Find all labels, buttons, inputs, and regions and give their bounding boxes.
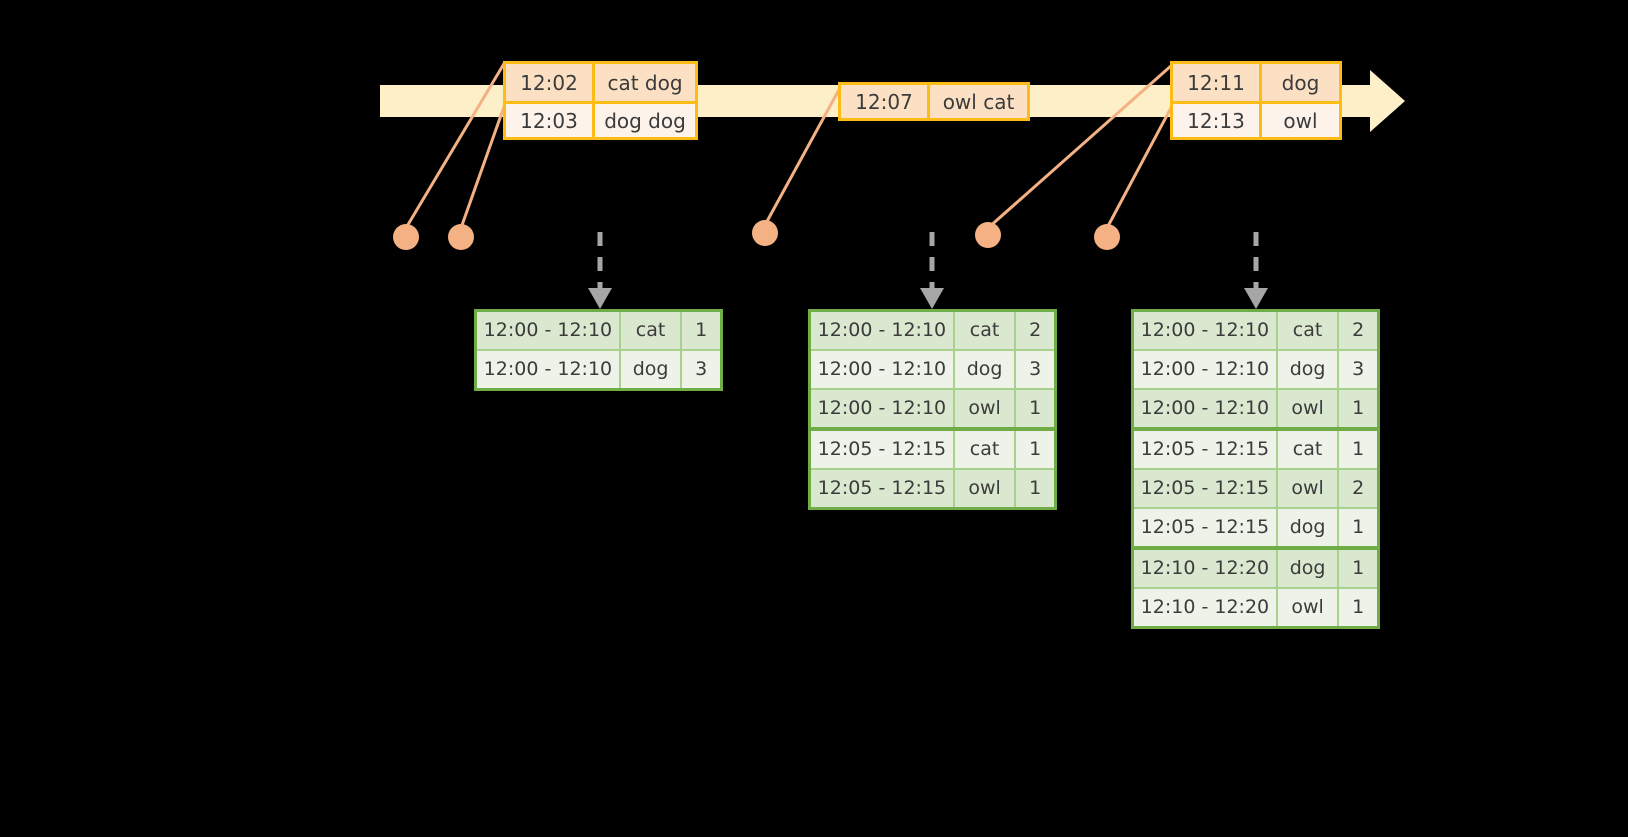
cell-window: 12:00 - 12:10 <box>811 312 953 349</box>
event-time: 12:11 <box>1173 64 1259 101</box>
event-row: 12:13 owl <box>1173 101 1339 137</box>
cell-count: 1 <box>1337 509 1377 546</box>
event-words: dog <box>1259 64 1339 101</box>
event-group-1: 12:02 cat dog 12:03 dog dog <box>503 61 698 140</box>
dashed-arrowhead-icon-1 <box>588 288 612 309</box>
cell-count: 1 <box>1014 390 1054 427</box>
cell-count: 1 <box>1337 390 1377 427</box>
cell-count: 1 <box>1014 431 1054 468</box>
result-table-2: 12:00 - 12:10 cat 2 12:00 - 12:10 dog 3 … <box>808 309 1057 510</box>
event-words: dog dog <box>592 104 695 137</box>
event-time: 12:02 <box>506 64 592 101</box>
event-time: 12:13 <box>1173 104 1259 137</box>
cell-window: 12:00 - 12:10 <box>477 351 619 388</box>
table-row: 12:00 - 12:10 owl 1 <box>1134 388 1377 427</box>
cell-word: dog <box>952 351 1015 388</box>
cell-window: 12:05 - 12:15 <box>1134 470 1276 507</box>
cell-count: 2 <box>1014 312 1054 349</box>
cell-window: 12:00 - 12:10 <box>811 351 953 388</box>
table-row: 12:00 - 12:10 cat 2 <box>1134 312 1377 349</box>
cell-word: owl <box>952 390 1015 427</box>
cell-word: cat <box>952 312 1015 349</box>
cell-word: cat <box>952 431 1015 468</box>
event-group-3: 12:11 dog 12:13 owl <box>1170 61 1342 140</box>
cell-word: owl <box>1275 589 1338 626</box>
cell-window: 12:10 - 12:20 <box>1134 550 1276 587</box>
event-time: 12:07 <box>841 85 927 118</box>
table-row: 12:05 - 12:15 cat 1 <box>811 427 1054 468</box>
connector-dot-2 <box>448 224 474 250</box>
table-row: 12:10 - 12:20 dog 1 <box>1134 546 1377 587</box>
cell-count: 2 <box>1337 470 1377 507</box>
cell-window: 12:00 - 12:10 <box>1134 351 1276 388</box>
cell-word: cat <box>1275 431 1338 468</box>
cell-count: 1 <box>1014 470 1054 507</box>
cell-window: 12:00 - 12:10 <box>811 390 953 427</box>
cell-window: 12:05 - 12:15 <box>811 470 953 507</box>
connector-dot-1 <box>393 224 419 250</box>
cell-count: 2 <box>1337 312 1377 349</box>
cell-window: 12:10 - 12:20 <box>1134 589 1276 626</box>
cell-window: 12:00 - 12:10 <box>477 312 619 349</box>
table-row: 12:05 - 12:15 owl 2 <box>1134 468 1377 507</box>
table-row: 12:00 - 12:10 owl 1 <box>811 388 1054 427</box>
cell-word: owl <box>1275 470 1338 507</box>
cell-word: cat <box>618 312 681 349</box>
timeline-arrowhead-icon <box>1370 70 1405 132</box>
result-table-1: 12:00 - 12:10 cat 1 12:00 - 12:10 dog 3 <box>474 309 723 391</box>
event-words: cat dog <box>592 64 695 101</box>
cell-window: 12:00 - 12:10 <box>1134 312 1276 349</box>
table-row: 12:00 - 12:10 dog 3 <box>811 349 1054 388</box>
cell-window: 12:05 - 12:15 <box>1134 431 1276 468</box>
table-row: 12:00 - 12:10 cat 1 <box>477 312 720 349</box>
cell-word: dog <box>618 351 681 388</box>
table-row: 12:00 - 12:10 dog 3 <box>1134 349 1377 388</box>
cell-window: 12:05 - 12:15 <box>811 431 953 468</box>
dashed-arrowhead-icon-3 <box>1244 288 1268 309</box>
cell-word: cat <box>1275 312 1338 349</box>
table-row: 12:05 - 12:15 owl 1 <box>811 468 1054 507</box>
table-row: 12:05 - 12:15 dog 1 <box>1134 507 1377 546</box>
table-row: 12:00 - 12:10 cat 2 <box>811 312 1054 349</box>
event-words: owl cat <box>927 85 1027 118</box>
table-row: 12:05 - 12:15 cat 1 <box>1134 427 1377 468</box>
cell-word: dog <box>1275 509 1338 546</box>
cell-window: 12:05 - 12:15 <box>1134 509 1276 546</box>
table-row: 12:00 - 12:10 dog 3 <box>477 349 720 388</box>
connector-dot-3 <box>752 220 778 246</box>
event-row: 12:02 cat dog <box>506 64 695 101</box>
cell-count: 3 <box>1337 351 1377 388</box>
connector-dot-5 <box>1094 224 1120 250</box>
connector-line-5 <box>1105 103 1175 229</box>
event-group-2: 12:07 owl cat <box>838 82 1030 121</box>
result-table-3: 12:00 - 12:10 cat 2 12:00 - 12:10 dog 3 … <box>1131 309 1380 629</box>
cell-word: dog <box>1275 351 1338 388</box>
cell-count: 1 <box>1337 431 1377 468</box>
event-row: 12:03 dog dog <box>506 101 695 137</box>
cell-count: 1 <box>680 312 720 349</box>
event-words: owl <box>1259 104 1339 137</box>
cell-window: 12:00 - 12:10 <box>1134 390 1276 427</box>
cell-count: 3 <box>680 351 720 388</box>
table-row: 12:10 - 12:20 owl 1 <box>1134 587 1377 626</box>
cell-word: owl <box>1275 390 1338 427</box>
connector-line-2 <box>459 103 507 229</box>
cell-word: dog <box>1275 550 1338 587</box>
connector-dot-4 <box>975 222 1001 248</box>
event-time: 12:03 <box>506 104 592 137</box>
event-row: 12:07 owl cat <box>841 85 1027 118</box>
dashed-arrowhead-icon-2 <box>920 288 944 309</box>
cell-count: 1 <box>1337 589 1377 626</box>
cell-word: owl <box>952 470 1015 507</box>
event-row: 12:11 dog <box>1173 64 1339 101</box>
cell-count: 1 <box>1337 550 1377 587</box>
cell-count: 3 <box>1014 351 1054 388</box>
